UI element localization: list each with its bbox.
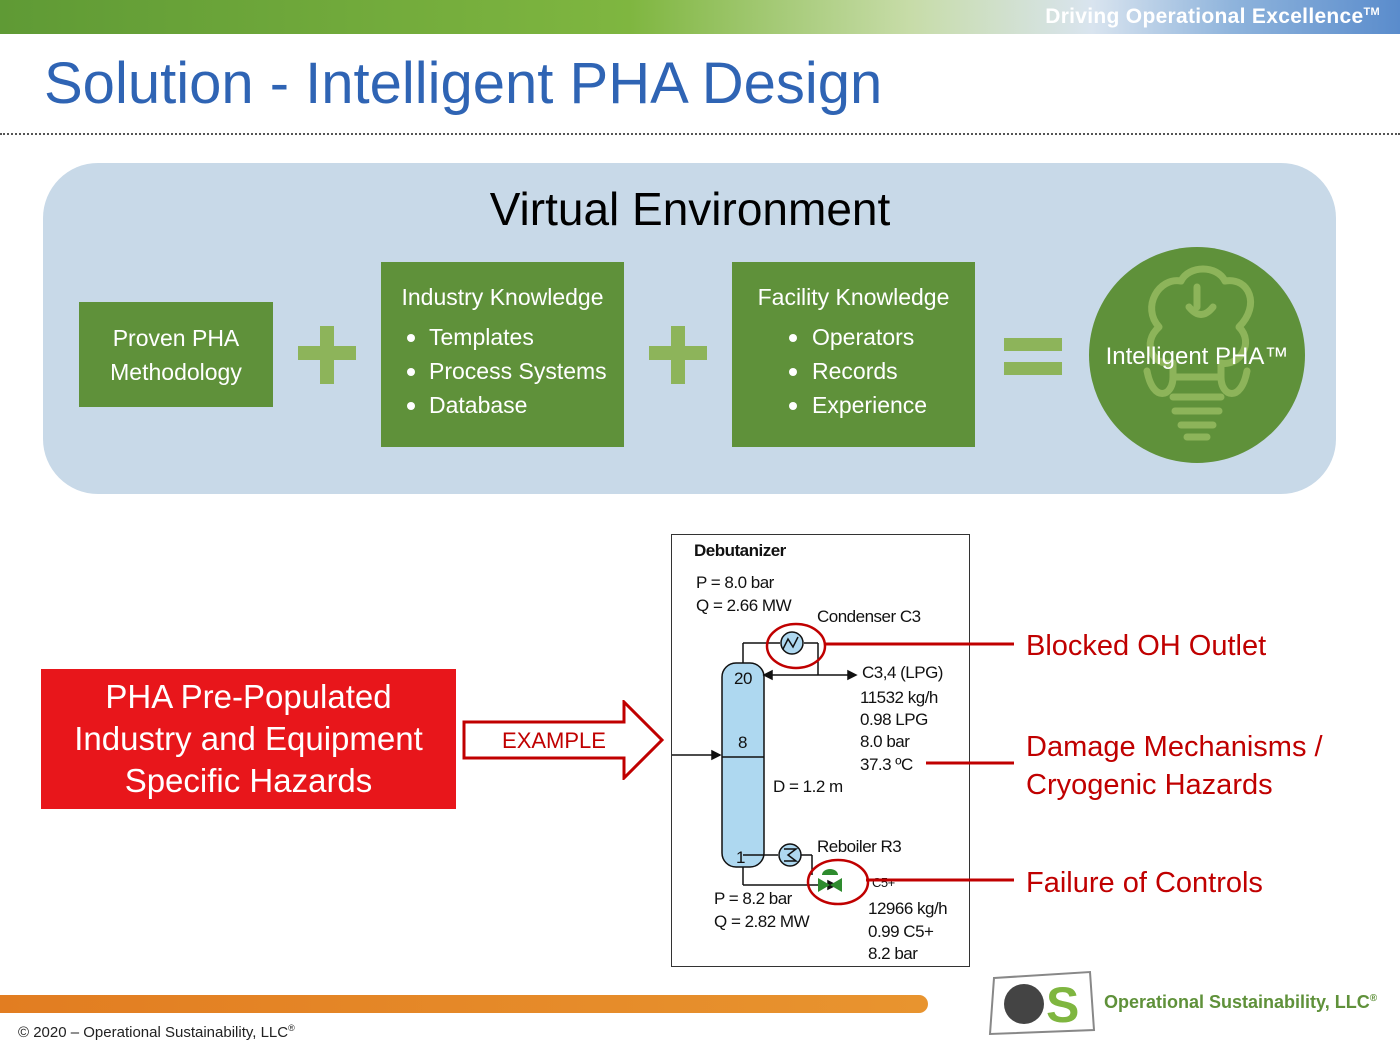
hazards-line3: Specific Hazards: [124, 762, 373, 799]
tray-feed: 8: [738, 733, 747, 752]
list-item: Experience: [732, 388, 975, 422]
lightbulb-brain-icon: [1143, 265, 1254, 441]
facility-knowledge-heading: Facility Knowledge: [757, 284, 950, 310]
list-item: Operators: [732, 320, 975, 354]
purity-bottom: 0.99 C5+: [868, 922, 934, 941]
diameter: D = 1.2 m: [773, 777, 843, 796]
intelligent-pha-circle: Intelligent PHA™: [1089, 247, 1305, 463]
proven-pha-line2: Methodology: [110, 358, 242, 385]
flow-top: 11532 kg/h: [860, 688, 938, 707]
callout-blocked-oh-outlet: Blocked OH Outlet: [1026, 630, 1267, 662]
logo-s: S: [1046, 977, 1079, 1033]
control-valve-icon: [818, 869, 842, 892]
header-bar: Driving Operational ExcellenceTM: [0, 0, 1400, 34]
callout-failure-of-controls: Failure of Controls: [1026, 867, 1263, 899]
purity-top: 0.98 LPG: [860, 710, 928, 729]
hazards-line2: Industry and Equipment: [74, 720, 423, 757]
footer-bar: [0, 995, 928, 1013]
bottom-duty: Q = 2.82 MW: [714, 912, 810, 931]
pressure-top-product: 8.0 bar: [860, 732, 910, 751]
intelligent-pha-label: Intelligent PHA™: [1105, 343, 1289, 370]
company-logo: S: [988, 970, 1096, 1036]
hazards-line1: PHA Pre-Populated: [105, 678, 392, 715]
proven-pha-line1: Proven PHA: [112, 324, 240, 351]
proven-pha-box: Proven PHA Methodology: [79, 302, 273, 407]
callout-damage-mechanisms: Damage Mechanisms / Cryogenic Hazards: [1026, 728, 1323, 804]
pressure-bottom-product: 8.2 bar: [868, 944, 918, 963]
plus-icon-vertical: [320, 326, 334, 384]
hazards-box: PHA Pre-Populated Industry and Equipment…: [41, 669, 456, 809]
list-item: Templates: [381, 320, 624, 354]
copyright: © 2020 – Operational Sustainability, LLC…: [18, 1023, 295, 1041]
facility-knowledge-box: Facility Knowledge Operators Records Exp…: [732, 262, 975, 447]
diagram-title: Debutanizer: [694, 541, 786, 560]
company-name: Operational Sustainability, LLC®: [1104, 992, 1378, 1012]
top-pressure: P = 8.0 bar: [696, 573, 774, 592]
debutanizer-diagram: Debutanizer P = 8.0 bar Q = 2.66 MW Cond…: [671, 534, 970, 967]
top-duty: Q = 2.66 MW: [696, 596, 792, 615]
equals-icon-lower: [1004, 362, 1062, 375]
temp-top: 37.3 ºC: [860, 755, 913, 774]
tray-bottom: 1: [736, 848, 745, 867]
plus-icon-vertical: [671, 326, 685, 384]
process-flow-drawing: [672, 622, 870, 906]
flow-bottom: 12966 kg/h: [868, 899, 948, 918]
callout-damage-line1: Damage Mechanisms /: [1026, 731, 1323, 763]
bottom-pressure: P = 8.2 bar: [714, 889, 792, 908]
equals-icon: [1004, 338, 1062, 351]
product-top: C3,4 (LPG): [862, 663, 943, 682]
list-item: Process Systems: [381, 354, 624, 388]
reboiler-label: Reboiler R3: [817, 837, 902, 856]
example-label: EXAMPLE: [502, 728, 606, 753]
callout-damage-line2: Cryogenic Hazards: [1026, 769, 1273, 801]
example-arrow: [462, 700, 665, 780]
industry-knowledge-heading: Industry Knowledge: [401, 284, 604, 310]
list-item: Database: [381, 388, 624, 422]
tagline: Driving Operational ExcellenceTM: [1045, 5, 1380, 28]
product-bottom: C5+: [872, 875, 895, 890]
slide-title: Solution - Intelligent PHA Design: [44, 51, 883, 116]
title-divider: [0, 133, 1400, 135]
tray-top: 20: [734, 669, 752, 688]
list-item: Records: [732, 354, 975, 388]
virtual-environment-title: Virtual Environment: [489, 183, 891, 235]
condenser-label: Condenser C3: [817, 607, 921, 626]
industry-knowledge-box: Industry Knowledge Templates Process Sys…: [381, 262, 624, 447]
